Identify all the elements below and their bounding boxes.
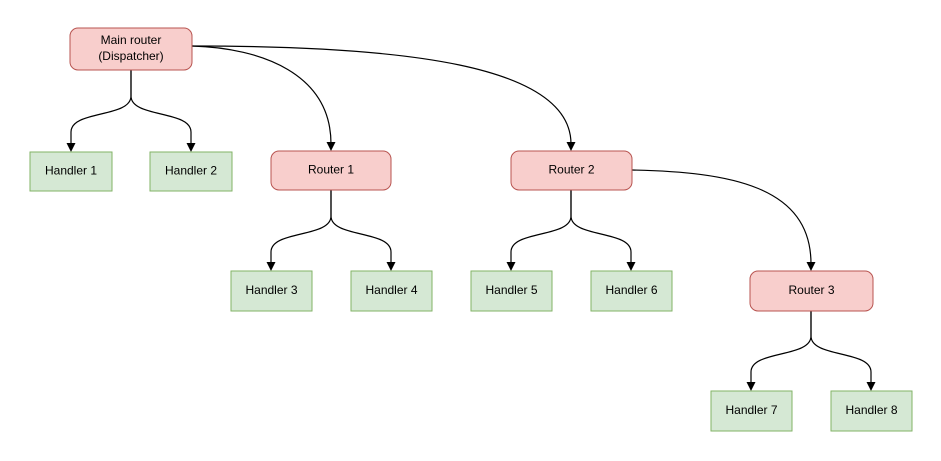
router-2-box (510, 150, 633, 191)
handler-2-label: Handler 2 (165, 164, 217, 178)
router-2-label: Router 2 (548, 163, 594, 177)
router-3-box (749, 270, 874, 312)
arrowhead-icon (866, 382, 876, 391)
handler-7-box (710, 390, 793, 432)
handler-6-box (590, 270, 673, 312)
arrowhead-icon (506, 262, 516, 271)
handler-1-box (29, 151, 113, 192)
handler-3-label: Handler 3 (245, 283, 297, 297)
arrowhead-icon (566, 142, 576, 151)
arrowhead-icon (66, 143, 76, 152)
node-handler-8[interactable]: Handler 8 (830, 390, 913, 432)
edge-router-2-to-router-3[interactable] (631, 169, 816, 271)
handler-1-label: Handler 1 (45, 164, 97, 178)
main-router-label: Main router(Dispatcher) (98, 33, 163, 63)
arrowhead-icon (626, 262, 636, 271)
router-1-label: Router 1 (308, 163, 354, 177)
node-handler-6[interactable]: Handler 6 (590, 270, 673, 312)
main-router-box (69, 27, 193, 71)
arrowhead-icon (806, 262, 816, 271)
edge-main-to-router-2[interactable] (191, 45, 576, 151)
node-router-3[interactable]: Router 3 (749, 270, 874, 312)
node-main-router[interactable]: Main router(Dispatcher) (69, 27, 193, 71)
node-router-1[interactable]: Router 1 (270, 150, 392, 191)
arrowhead-icon (266, 262, 276, 271)
node-handler-3[interactable]: Handler 3 (230, 270, 313, 312)
arrowhead-icon (746, 382, 756, 391)
node-handler-5[interactable]: Handler 5 (470, 270, 553, 312)
arrowhead-icon (186, 143, 196, 152)
handler-8-box (830, 390, 913, 432)
node-handler-2[interactable]: Handler 2 (149, 151, 233, 192)
handler-5-label: Handler 5 (485, 283, 537, 297)
handler-7-label: Handler 7 (725, 403, 777, 417)
node-router-2[interactable]: Router 2 (510, 150, 633, 191)
edge-router-2-to-handler-6[interactable] (570, 189, 636, 271)
arrowhead-icon (386, 262, 396, 271)
arrowhead-icon (326, 142, 336, 151)
edge-main-to-handler-2[interactable] (130, 69, 196, 152)
handler-6-label: Handler 6 (605, 283, 657, 297)
edge-router-3-to-handler-8[interactable] (810, 310, 876, 391)
edge-router-3-to-handler-7[interactable] (746, 310, 812, 391)
edge-router-1-to-handler-4[interactable] (330, 189, 396, 271)
handler-4-label: Handler 4 (365, 283, 417, 297)
handler-2-box (149, 151, 233, 192)
router-1-box (270, 150, 392, 191)
handler-8-label: Handler 8 (845, 403, 897, 417)
handler-4-box (350, 270, 433, 312)
node-handler-1[interactable]: Handler 1 (29, 151, 113, 192)
edge-main-to-handler-1[interactable] (66, 69, 132, 152)
handler-5-box (470, 270, 553, 312)
edges-layer (66, 45, 876, 391)
handler-3-box (230, 270, 313, 312)
edge-router-1-to-handler-3[interactable] (266, 189, 332, 271)
router-3-label: Router 3 (788, 283, 834, 297)
node-handler-7[interactable]: Handler 7 (710, 390, 793, 432)
edge-main-to-router-1[interactable] (191, 45, 336, 151)
node-handler-4[interactable]: Handler 4 (350, 270, 433, 312)
nodes-layer: Main router(Dispatcher) Handler 1 Handler … (29, 27, 913, 432)
edge-router-2-to-handler-5[interactable] (506, 189, 572, 271)
